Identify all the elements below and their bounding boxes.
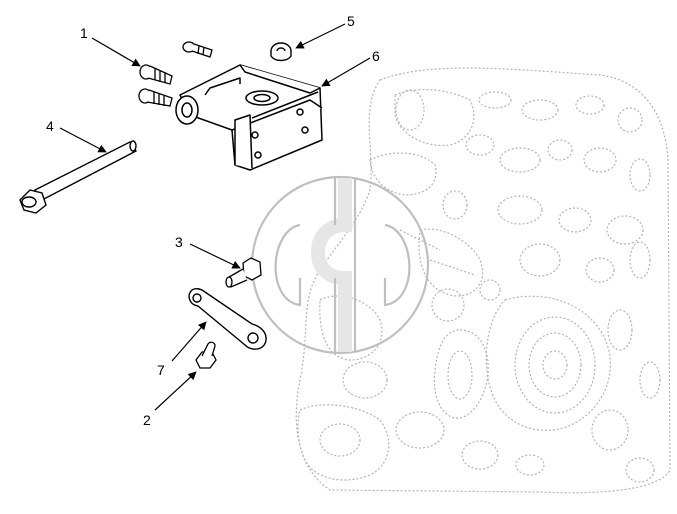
watermark-logo <box>250 175 430 355</box>
callout-5: 5 <box>347 13 355 29</box>
bolt-part-1-upper <box>139 64 173 85</box>
arrow-7 <box>171 321 207 362</box>
arrow-4 <box>59 127 107 153</box>
bolt-part-1-lower <box>138 88 173 107</box>
callout-6: 6 <box>372 48 380 64</box>
callout-4: 4 <box>46 118 54 134</box>
nut-part-5 <box>270 42 292 62</box>
callout-2: 2 <box>143 412 151 428</box>
bolt-top <box>182 41 213 58</box>
callout-1: 1 <box>80 25 88 41</box>
callout-labels: 1 2 3 4 5 6 7 <box>46 13 380 428</box>
engine-block <box>295 67 671 494</box>
bolt-part-2 <box>195 341 217 369</box>
arrow-1 <box>91 37 141 67</box>
arrow-2 <box>154 371 197 411</box>
support-bracket <box>175 64 323 171</box>
arrow-5 <box>295 23 346 49</box>
arrow-6 <box>321 57 371 87</box>
leader-arrows <box>59 23 371 411</box>
callout-3: 3 <box>175 234 183 250</box>
bolt-part-3 <box>225 257 262 288</box>
arrow-3 <box>189 243 241 269</box>
long-bolt-part-4 <box>19 140 138 214</box>
callout-7: 7 <box>157 362 165 378</box>
link-plate-part-7 <box>188 287 267 350</box>
